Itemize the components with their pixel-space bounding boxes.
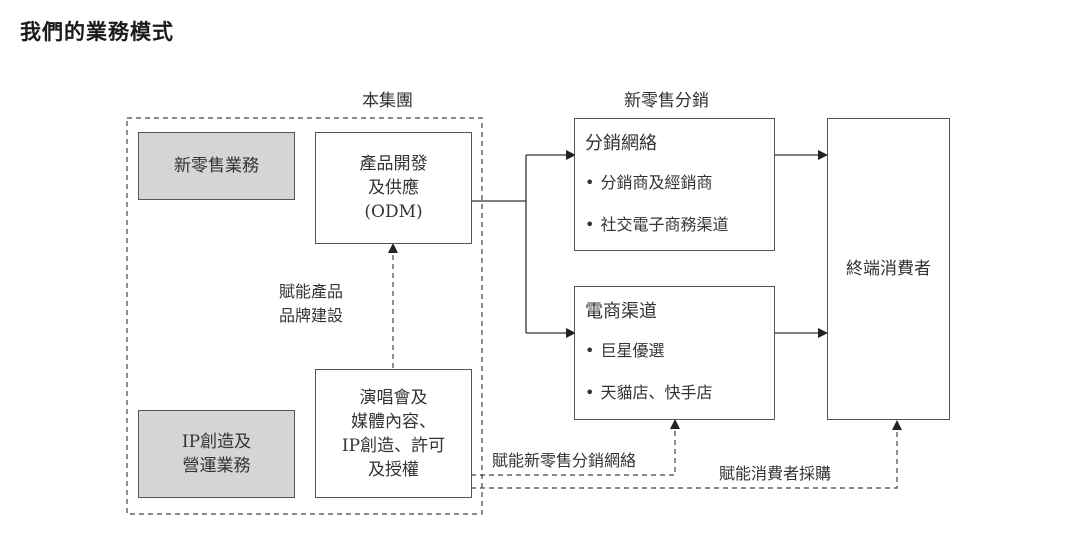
end-consumer-box: 終端消費者 bbox=[827, 118, 950, 420]
group-section-label: 本集團 bbox=[362, 91, 413, 111]
distribution-section-label: 新零售分銷 bbox=[624, 91, 709, 111]
odm-box: 產品開發 及供應 (ODM) bbox=[315, 132, 472, 244]
distribution-network-item: 分銷商及經銷商 bbox=[585, 169, 774, 193]
concert-line-2: 媒體內容、 bbox=[351, 411, 436, 432]
group-boundary bbox=[126, 117, 483, 515]
end-consumer-label: 終端消費者 bbox=[846, 259, 931, 279]
ecommerce-item: 天貓店、快手店 bbox=[585, 379, 774, 403]
concert-ip-box: 演唱會及 媒體內容、 IP創造、許可 及授權 bbox=[315, 369, 472, 498]
distribution-network-item: 社交電子商務渠道 bbox=[585, 211, 774, 235]
ip-business-line-2: 營運業務 bbox=[182, 456, 251, 476]
ip-business-line-1: IP創造及 bbox=[181, 432, 252, 452]
ecommerce-title: 電商渠道 bbox=[585, 301, 657, 322]
diagram-title: 我們的業務模式 bbox=[20, 19, 174, 44]
new-retail-box: 新零售業務 bbox=[138, 132, 295, 200]
concert-line-3: IP創造、許可 bbox=[341, 435, 446, 456]
arrow-empower-consumer bbox=[471, 420, 902, 489]
empower-consumer-label: 賦能消費者採購 bbox=[719, 464, 832, 483]
ecommerce-item: 巨星優選 bbox=[585, 337, 774, 361]
distribution-network-box: 分銷網絡 分銷商及經銷商 社交電子商務渠道 bbox=[574, 118, 775, 251]
empower-product-line-1: 賦能產品 bbox=[279, 282, 344, 301]
odm-line-2: 及供應 bbox=[368, 178, 419, 198]
ecommerce-box: 電商渠道 巨星優選 天貓店、快手店 bbox=[574, 286, 775, 420]
arrow-empower-distribution bbox=[471, 419, 680, 476]
odm-line-3: (ODM) bbox=[364, 202, 423, 222]
new-retail-label: 新零售業務 bbox=[174, 156, 259, 176]
ip-business-box: IP創造及 營運業務 bbox=[138, 410, 295, 498]
empower-product-label: 賦能產品 品牌建設 bbox=[279, 280, 343, 328]
empower-product-line-2: 品牌建設 bbox=[279, 306, 344, 325]
empower-distribution-label: 賦能新零售分銷網絡 bbox=[492, 451, 637, 470]
concert-line-4: 及授權 bbox=[368, 459, 419, 480]
concert-line-1: 演唱會及 bbox=[359, 387, 428, 408]
distribution-network-title: 分銷網絡 bbox=[585, 133, 657, 154]
odm-line-1: 產品開發 bbox=[359, 154, 428, 174]
